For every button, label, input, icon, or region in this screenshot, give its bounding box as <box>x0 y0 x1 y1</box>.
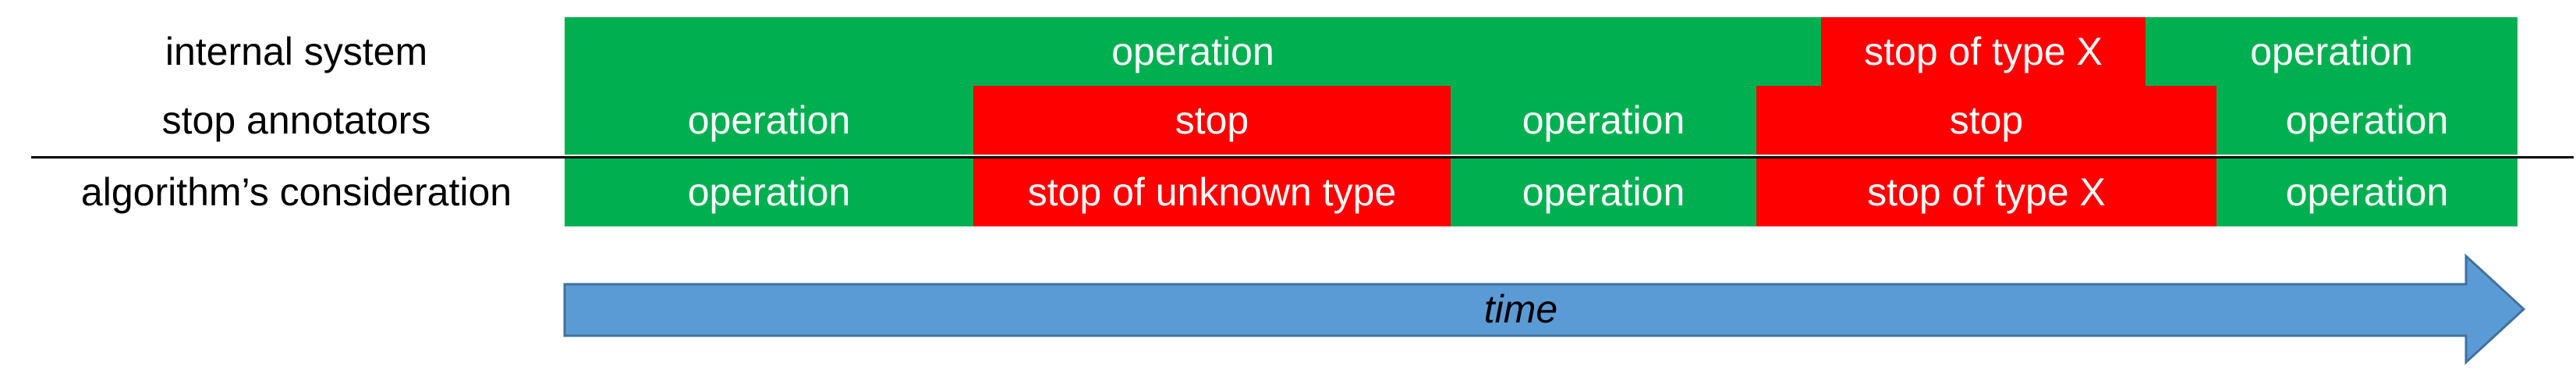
segment-stop: stop of unknown type <box>973 158 1451 226</box>
segment-operation: operation <box>1451 158 1756 226</box>
segment-operation: operation <box>2145 17 2518 86</box>
time-arrow-shape <box>563 253 2526 365</box>
segment-stop: stop of type X <box>1756 158 2216 226</box>
segment-operation: operation <box>565 158 973 226</box>
row-label-algorithm-consideration: algorithm’s consideration <box>80 170 512 214</box>
segment-operation: operation <box>565 17 1821 86</box>
row-label-stop-annotators: stop annotators <box>161 98 431 142</box>
time-label: time <box>1484 287 1557 331</box>
segment-operation: operation <box>2216 158 2518 226</box>
row-label-internal-system: internal system <box>165 30 428 73</box>
segment-operation: operation <box>2216 86 2518 155</box>
segment-operation: operation <box>565 86 973 155</box>
segment-stop: stop <box>973 86 1451 155</box>
divider-line <box>31 156 2574 158</box>
segment-operation: operation <box>1451 86 1756 155</box>
segment-stop: stop of type X <box>1821 17 2145 86</box>
segment-stop: stop <box>1756 86 2216 155</box>
